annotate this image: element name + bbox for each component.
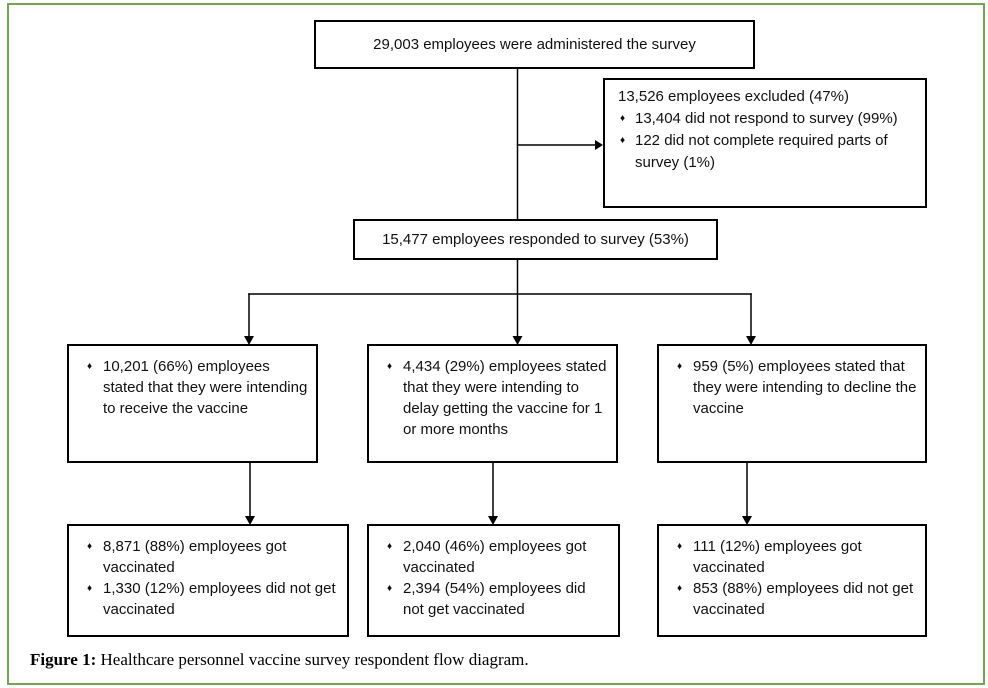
node-intend-receive: ♦ 10,201 (66%) employees stated that the… bbox=[67, 344, 318, 463]
list-item: ♦ 111 (12%) employees got vaccinated bbox=[673, 536, 917, 578]
list-item-text: 2,394 (54%) employees did not get vaccin… bbox=[403, 580, 586, 618]
list-item: ♦ 8,871 (88%) employees got vaccinated bbox=[83, 536, 339, 578]
diamond-bullet-icon: ♦ bbox=[677, 361, 683, 372]
list-item: ♦ 853 (88%) employees did not get vaccin… bbox=[673, 578, 917, 620]
list-item: ♦ 1,330 (12%) employees did not get vacc… bbox=[83, 578, 339, 620]
list-item-text: 111 (12%) employees got vaccinated bbox=[693, 538, 862, 576]
list-item-text: 122 did not complete required parts of s… bbox=[635, 132, 888, 171]
list-item: ♦ 2,394 (54%) employees did not get vacc… bbox=[383, 578, 610, 620]
arrowhead-excluded bbox=[595, 140, 603, 150]
node-excluded-title: 13,526 employees excluded (47%) bbox=[618, 88, 849, 105]
list-item-text: 8,871 (88%) employees got vaccinated bbox=[103, 538, 287, 576]
node-intend-decline: ♦ 959 (5%) employees stated that they we… bbox=[657, 344, 927, 463]
node-administered: 29,003 employees were administered the s… bbox=[314, 20, 755, 69]
node-intend-delay: ♦ 4,434 (29%) employees stated that they… bbox=[367, 344, 618, 463]
diamond-bullet-icon: ♦ bbox=[677, 583, 683, 594]
diamond-bullet-icon: ♦ bbox=[387, 541, 393, 552]
diamond-bullet-icon: ♦ bbox=[87, 583, 93, 594]
node-outcome-decline: ♦ 111 (12%) employees got vaccinated ♦ 8… bbox=[657, 524, 927, 637]
list-item: ♦ 959 (5%) employees stated that they we… bbox=[673, 356, 917, 419]
list-item-text: 853 (88%) employees did not get vaccinat… bbox=[693, 580, 914, 618]
list-item: ♦ 10,201 (66%) employees stated that the… bbox=[83, 356, 308, 419]
list-item-text: 1,330 (12%) employees did not get vaccin… bbox=[103, 580, 336, 618]
figure-caption: Figure 1: Healthcare personnel vaccine s… bbox=[30, 650, 529, 670]
list-item: ♦ 4,434 (29%) employees stated that they… bbox=[383, 356, 608, 440]
list-item-text: 959 (5%) employees stated that they were… bbox=[693, 358, 917, 417]
diamond-bullet-icon: ♦ bbox=[620, 135, 626, 146]
node-outcome-receive: ♦ 8,871 (88%) employees got vaccinated ♦… bbox=[67, 524, 349, 637]
figure-caption-text: Healthcare personnel vaccine survey resp… bbox=[96, 650, 529, 669]
list-item-text: 10,201 (66%) employees stated that they … bbox=[103, 358, 308, 417]
diamond-bullet-icon: ♦ bbox=[87, 361, 93, 372]
node-responded-text: 15,477 employees responded to survey (53… bbox=[382, 231, 689, 248]
list-item: ♦ 13,404 did not respond to survey (99%) bbox=[618, 108, 919, 130]
diamond-bullet-icon: ♦ bbox=[387, 583, 393, 594]
list-item: ♦ 122 did not complete required parts of… bbox=[618, 130, 919, 174]
node-responded: 15,477 employees responded to survey (53… bbox=[353, 219, 718, 260]
node-outcome-delay: ♦ 2,040 (46%) employees got vaccinated ♦… bbox=[367, 524, 620, 637]
diamond-bullet-icon: ♦ bbox=[87, 541, 93, 552]
node-administered-text: 29,003 employees were administered the s… bbox=[373, 36, 696, 53]
diamond-bullet-icon: ♦ bbox=[677, 541, 683, 552]
figure-caption-label: Figure 1: bbox=[30, 650, 97, 669]
node-excluded: 13,526 employees excluded (47%) ♦ 13,404… bbox=[603, 78, 927, 208]
list-item-text: 13,404 did not respond to survey (99%) bbox=[635, 110, 898, 127]
list-item: ♦ 2,040 (46%) employees got vaccinated bbox=[383, 536, 610, 578]
list-item-text: 2,040 (46%) employees got vaccinated bbox=[403, 538, 587, 576]
diamond-bullet-icon: ♦ bbox=[620, 113, 626, 124]
diamond-bullet-icon: ♦ bbox=[387, 361, 393, 372]
list-item-text: 4,434 (29%) employees stated that they w… bbox=[403, 358, 607, 438]
